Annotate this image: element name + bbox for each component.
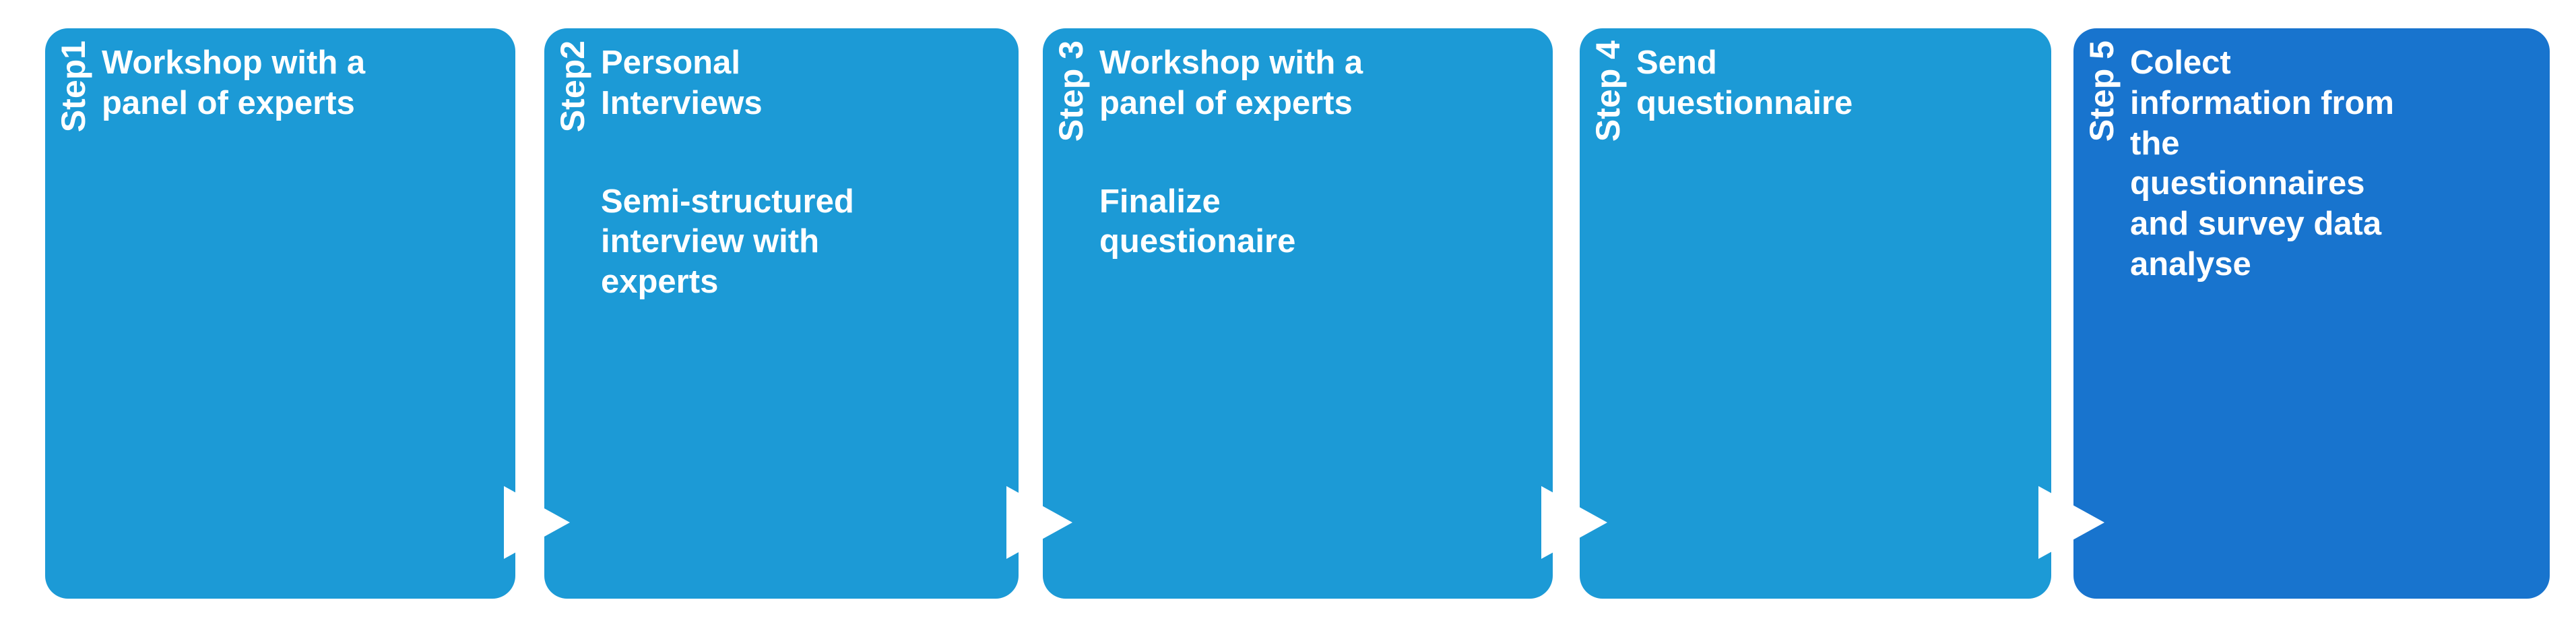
step-subtitle-2: Semi-structured interview with experts <box>601 183 854 301</box>
step-card-5[interactable]: Step 5 Colect information from the quest… <box>2073 28 2550 599</box>
arrow-step1-to-step2-icon <box>504 486 570 559</box>
step-body-5: Colect information from the questionnair… <box>2130 28 2550 285</box>
step-body-3: Workshop with a panel of experts Finaliz… <box>1099 28 1553 262</box>
step-title-4: Send questionnaire <box>1636 44 1853 121</box>
step-badge-label-5: Step 5 <box>2083 40 2121 142</box>
step-card-4[interactable]: Step 4 Send questionnaire <box>1580 28 2051 599</box>
step-badge-label-1: Step1 <box>55 40 92 133</box>
step-badge-1: Step1 <box>45 28 102 599</box>
step-subtitle-3: Finalize questionaire <box>1099 183 1296 260</box>
step-card-2[interactable]: Step2 Personal Interviews Semi-structure… <box>544 28 1019 599</box>
step-badge-label-2: Step2 <box>554 40 591 133</box>
step-title-1: Workshop with a panel of experts <box>102 44 366 121</box>
step-badge-label-4: Step 4 <box>1589 40 1627 142</box>
step-title-3: Workshop with a panel of experts <box>1099 44 1363 121</box>
arrow-step4-to-step5-icon <box>2038 486 2104 559</box>
arrow-step3-to-step4-icon <box>1541 486 1607 559</box>
step-body-1: Workshop with a panel of experts <box>102 28 515 124</box>
step-card-3[interactable]: Step 3 Workshop with a panel of experts … <box>1043 28 1553 599</box>
step-body-4: Send questionnaire <box>1636 28 2051 124</box>
step-title-2: Personal Interviews <box>601 44 763 121</box>
arrow-step2-to-step3-icon <box>1006 486 1072 559</box>
step-title-5: Colect information from the questionnair… <box>2130 44 2394 282</box>
step-body-2: Personal Interviews Semi-structured inte… <box>601 28 1019 303</box>
step-badge-label-3: Step 3 <box>1052 40 1090 142</box>
step-card-1[interactable]: Step1 Workshop with a panel of experts <box>45 28 515 599</box>
